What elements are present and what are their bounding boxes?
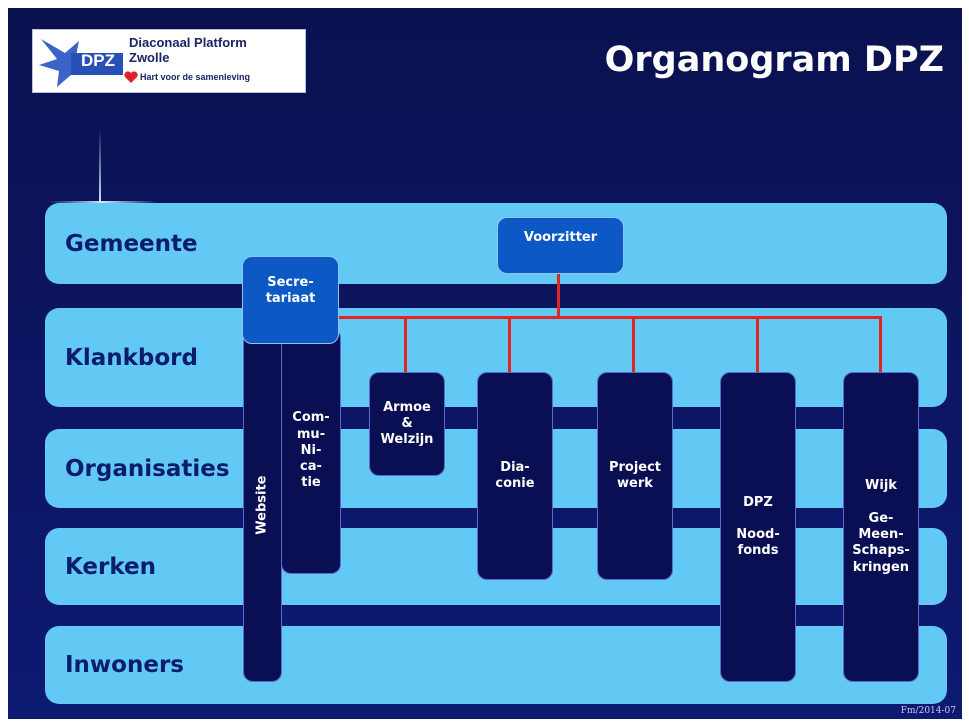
box-wijk: Wijk Ge- Meen- Schaps- kringen xyxy=(843,372,919,682)
box-projectwerk: Project werk xyxy=(597,372,673,580)
light-streak-horizontal xyxy=(48,201,158,203)
box-secretariaat-label: Secre- tariaat xyxy=(265,275,316,307)
band-label-kerken: Kerken xyxy=(65,553,157,580)
box-armoe-welzijn: Armoe & Welzijn xyxy=(369,372,445,476)
box-communicatie: Com- mu- Ni- ca- tie xyxy=(281,328,341,574)
band-label-klankbord: Klankbord xyxy=(65,344,198,371)
box-armoe-welzijn-label: Armoe & Welzijn xyxy=(380,399,434,448)
box-diaconie-label: Dia- conie xyxy=(495,459,535,491)
box-secretariaat: Secre- tariaat xyxy=(242,256,339,344)
light-streak xyxy=(99,128,101,203)
page-title: Organogram DPZ xyxy=(604,40,944,80)
box-noodfonds: DPZ Nood- fonds xyxy=(720,372,796,682)
box-noodfonds-label: DPZ Nood- fonds xyxy=(736,494,780,559)
band-label-organisaties: Organisaties xyxy=(65,455,230,482)
connector-noodfonds xyxy=(756,316,759,372)
footer-code: Fm/2014-07 xyxy=(900,706,956,716)
box-communicatie-label: Com- mu- Ni- ca- tie xyxy=(292,410,330,491)
connector-voorzitter-down xyxy=(557,274,560,318)
band-label-inwoners: Inwoners xyxy=(65,652,184,678)
box-voorzitter-label: Voorzitter xyxy=(523,230,598,245)
logo-line1: Diaconaal Platform xyxy=(129,35,247,50)
dpz-logo: DPZ Diaconaal Platform Zwolle Hart voor … xyxy=(32,29,306,93)
logo-line2: Zwolle xyxy=(129,50,170,65)
slide: DPZ Diaconaal Platform Zwolle Hart voor … xyxy=(8,8,962,719)
connector-diaconie xyxy=(508,316,511,372)
heart-icon xyxy=(124,71,138,83)
logo-abbrev: DPZ xyxy=(81,51,115,70)
box-wijk-label: Wijk Ge- Meen- Schaps- kringen xyxy=(852,478,910,575)
box-website: Website xyxy=(243,328,282,682)
connector-armoe xyxy=(404,316,407,372)
logo-tagline: Hart voor de samenleving xyxy=(140,72,251,82)
connector-projectwerk xyxy=(632,316,635,372)
box-projectwerk-label: Project werk xyxy=(608,459,662,491)
band-inwoners: Inwoners xyxy=(45,626,947,704)
connector-horizontal xyxy=(338,316,882,319)
band-gemeente: Gemeente xyxy=(45,203,947,284)
box-voorzitter: Voorzitter xyxy=(497,217,624,274)
box-website-label: Website xyxy=(254,475,270,535)
box-diaconie: Dia- conie xyxy=(477,372,553,580)
dove-icon xyxy=(39,39,123,87)
connector-wijk xyxy=(879,316,882,372)
band-label-gemeente: Gemeente xyxy=(65,230,198,257)
